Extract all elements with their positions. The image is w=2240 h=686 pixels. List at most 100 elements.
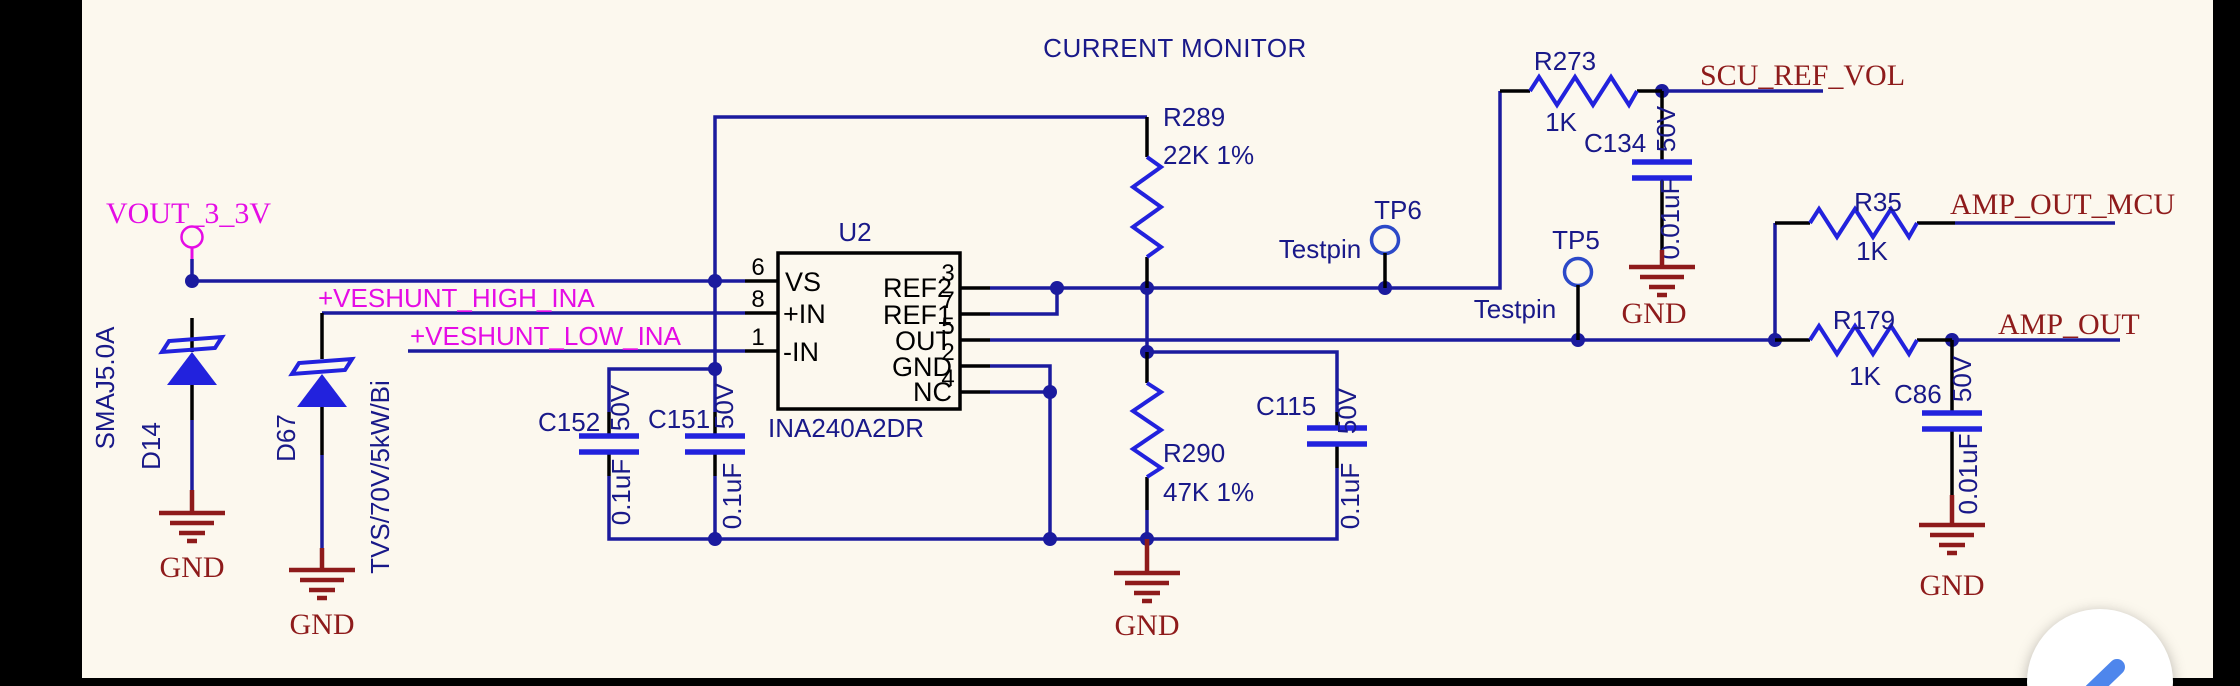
- capacitor-value: 0.01uF: [1953, 434, 1983, 515]
- power-pin-circle: [180, 225, 204, 249]
- diode-value: SMAJ5.0A: [90, 326, 120, 449]
- net-label-veshunt-low[interactable]: +VESHUNT_LOW_INA: [410, 321, 682, 351]
- testpoint-refdes: TP5: [1552, 225, 1600, 255]
- ic-left-pin-stubs: [745, 279, 778, 353]
- resistor-symbol: [1528, 73, 1639, 109]
- resistor-r273[interactable]: R273 1K: [1500, 46, 1662, 137]
- diode-symbol: [167, 352, 217, 385]
- capacitor-refdes: C151: [648, 404, 710, 434]
- capacitor-c152[interactable]: C152 50V 0.1uF: [538, 384, 639, 525]
- gnd-label: GND: [1622, 297, 1687, 330]
- capacitor-c115[interactable]: C115 50V 0.1uF: [1256, 387, 1367, 529]
- pin-name: NC: [913, 377, 952, 407]
- diode-cathode-bar: [158, 334, 226, 355]
- gnd-symbol-c86: GND: [1919, 495, 1985, 602]
- capacitor-refdes: C152: [538, 407, 600, 437]
- gnd-symbol-mid: GND: [1114, 539, 1180, 642]
- resistor-value: 1K: [1856, 236, 1888, 266]
- capacitor-c151[interactable]: C151 50V 0.1uF: [648, 382, 747, 529]
- capacitor-symbol: [1307, 425, 1367, 447]
- resistor-symbol: [1808, 205, 1919, 241]
- testpoint-value: Testpin: [1279, 234, 1361, 264]
- testpoint-tp6[interactable]: TP6 Testpin: [1279, 195, 1422, 288]
- sheet-title: CURRENT MONITOR: [1043, 33, 1307, 63]
- net-wires[interactable]: [190, 89, 2120, 548]
- capacitor-symbol: [685, 433, 745, 455]
- diode-symbol: [297, 374, 347, 407]
- capacitor-symbol: [1632, 159, 1692, 181]
- fab-circle[interactable]: [2027, 609, 2173, 686]
- capacitor-symbol: [1922, 410, 1982, 432]
- ic-refdes: U2: [838, 217, 871, 247]
- power-port-vout-3-3v[interactable]: VOUT_3_3V: [106, 197, 271, 259]
- diode-refdes: D67: [271, 414, 301, 462]
- capacitor-c134[interactable]: C134 50V 0.01uF: [1584, 91, 1692, 259]
- resistor-r290[interactable]: R290 47K 1%: [1129, 352, 1254, 510]
- pin-number: 4: [941, 365, 954, 392]
- pin-name: VS: [785, 267, 821, 297]
- testpoint-tp5[interactable]: TP5 Testpin: [1474, 225, 1600, 340]
- gnd-label: GND: [160, 551, 225, 584]
- resistor-symbol: [1808, 322, 1919, 358]
- resistor-value: 47K 1%: [1163, 477, 1254, 507]
- ic-u2[interactable]: U2 INA240A2DR 6 8 1 3 7 5 2 4 VS +IN -IN…: [745, 217, 990, 443]
- net-label-veshunt-high[interactable]: +VESHUNT_HIGH_INA: [318, 283, 595, 313]
- testpoint-refdes: TP6: [1374, 195, 1422, 225]
- port-label-amp-out[interactable]: AMP_OUT: [1998, 308, 2140, 341]
- gnd-symbol-d14: GND: [159, 490, 225, 584]
- capacitor-value: 0.01uF: [1655, 179, 1685, 260]
- ic-body: [776, 251, 962, 411]
- pin-number: 2: [941, 339, 954, 366]
- ic-right-pin-stubs: [960, 286, 990, 394]
- pin-name: +IN: [783, 299, 826, 329]
- pin-number: 8: [751, 286, 764, 313]
- pin-number: 6: [751, 254, 764, 281]
- capacitor-voltage: 50V: [605, 384, 635, 431]
- capacitor-refdes: C115: [1256, 391, 1316, 421]
- pin-number: 5: [941, 313, 954, 340]
- capacitor-refdes: C86: [1894, 379, 1942, 409]
- capacitor-symbol: [579, 433, 639, 455]
- capacitor-refdes: C134: [1584, 128, 1646, 158]
- ic-part-number: INA240A2DR: [768, 413, 924, 443]
- resistor-value: 1K: [1849, 361, 1881, 391]
- pin-number: 3: [941, 260, 954, 287]
- gnd-symbol-c134: GND: [1622, 250, 1695, 330]
- pencil-icon: [2085, 659, 2125, 686]
- capacitor-value: 0.1uF: [1335, 463, 1365, 530]
- capacitor-value: 0.1uF: [606, 459, 636, 526]
- pin-name: OUT: [895, 326, 952, 356]
- capacitor-voltage: 50V: [1947, 355, 1977, 402]
- capacitor-c86[interactable]: C86 50V 0.01uF: [1894, 340, 1983, 514]
- resistor-r35[interactable]: R35 1K: [1775, 187, 1955, 266]
- diode-value: TVS/70V/5kW/Bi: [365, 380, 395, 574]
- resistor-refdes: R35: [1854, 187, 1902, 217]
- diode-d14[interactable]: SMAJ5.0A D14: [90, 318, 226, 470]
- resistor-value: 22K 1%: [1163, 140, 1254, 170]
- power-port-label: VOUT_3_3V: [106, 197, 271, 230]
- diode-refdes: D14: [136, 422, 166, 470]
- capacitor-voltage: 50V: [1651, 105, 1681, 152]
- resistor-refdes: R273: [1534, 46, 1596, 76]
- resistor-refdes: R179: [1833, 305, 1895, 335]
- pin-number: 7: [941, 287, 954, 314]
- gnd-symbol-d67: GND: [289, 548, 355, 641]
- testpoint-value: Testpin: [1474, 294, 1556, 324]
- capacitor-voltage: 50V: [709, 382, 739, 429]
- gnd-label: GND: [1920, 569, 1985, 602]
- resistor-r289[interactable]: R289 22K 1%: [1129, 102, 1254, 288]
- gnd-label: GND: [1115, 609, 1180, 642]
- gnd-label: GND: [290, 608, 355, 641]
- resistor-value: 1K: [1545, 107, 1577, 137]
- edit-fab-button[interactable]: [2027, 609, 2173, 686]
- resistor-r179[interactable]: R179 1K: [1775, 305, 1952, 391]
- port-label-scu-ref-vol[interactable]: SCU_REF_VOL: [1700, 59, 1905, 92]
- resistor-refdes: R290: [1163, 438, 1225, 468]
- diode-d67[interactable]: D67 TVS/70V/5kW/Bi: [271, 313, 395, 574]
- resistor-symbol: [1129, 155, 1165, 259]
- pin-name: REF1: [883, 300, 952, 330]
- port-label-amp-out-mcu[interactable]: AMP_OUT_MCU: [1950, 188, 2175, 221]
